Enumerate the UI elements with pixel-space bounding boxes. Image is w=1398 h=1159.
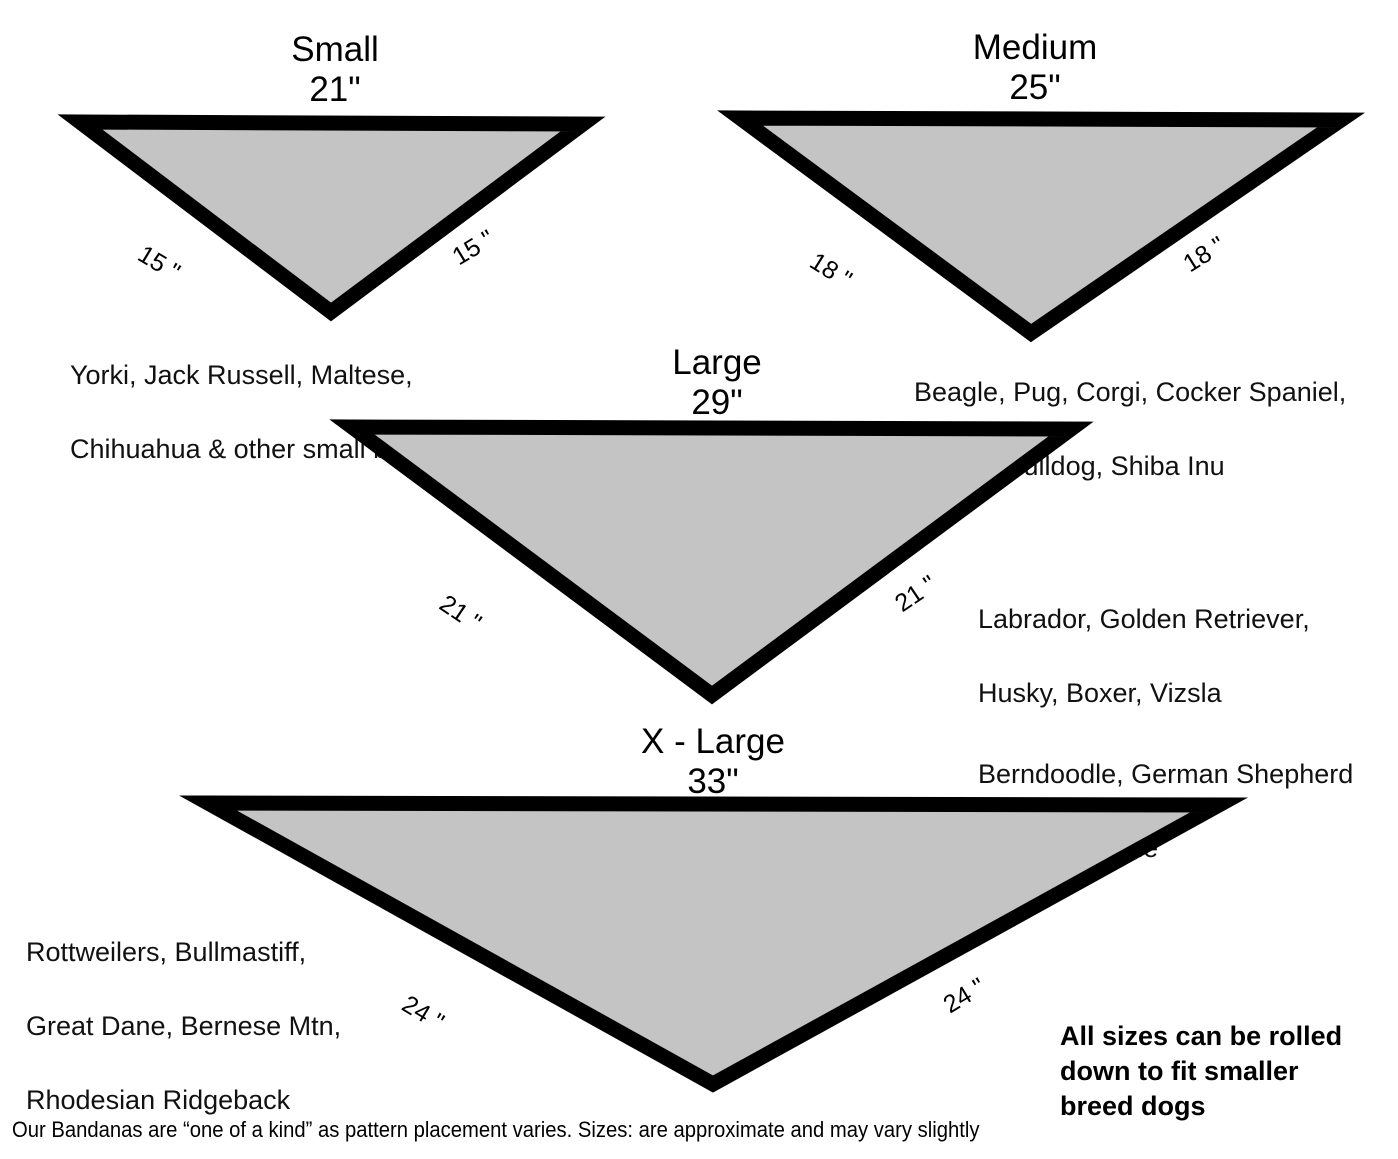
breed-line: Husky, Boxer, Vizsla — [978, 678, 1222, 708]
breed-line: Labrador, Golden Retriever, — [978, 604, 1310, 634]
bandana-triangle-large — [329, 416, 1094, 708]
size-name-medium: Medium — [972, 28, 1098, 67]
size-heading-small: Small 21" — [180, 30, 490, 110]
size-width-xlarge: 33" — [687, 762, 739, 801]
triangle-shape-small — [57, 114, 606, 322]
size-width-large: 29" — [691, 383, 743, 422]
breed-line: Great Dane, Bernese Mtn, — [26, 1011, 342, 1041]
breed-line: Beagle, Pug, Corgi, Cocker Spaniel, — [914, 377, 1347, 407]
disclaimer-text: Our Bandanas are “one of a kind” as patt… — [12, 1117, 980, 1142]
breed-line: Rottweilers, Bullmastiff, — [26, 937, 307, 967]
bandana-triangle-xlarge — [178, 792, 1249, 1097]
triangle-shape-xlarge — [178, 795, 1249, 1093]
roll-note-line: All sizes can be rolled — [1060, 1021, 1343, 1051]
triangle-shape-medium — [717, 110, 1366, 343]
breed-line: Rhodesian Ridgeback — [26, 1085, 291, 1115]
triangle-shape-large — [329, 419, 1094, 705]
roll-down-note: All sizes can be rolled down to fit smal… — [1060, 1019, 1390, 1124]
size-heading-medium: Medium 25" — [880, 28, 1190, 108]
size-width-small: 21" — [309, 70, 361, 109]
size-name-xlarge: X - Large — [641, 722, 785, 761]
breed-line: Yorki, Jack Russell, Maltese, — [70, 360, 413, 390]
size-heading-xlarge: X - Large 33" — [558, 722, 868, 802]
breed-line: Berndoodle, German Shepherd — [978, 759, 1354, 789]
bandana-triangle-medium — [717, 107, 1366, 347]
roll-note-line: breed dogs — [1060, 1091, 1206, 1121]
breed-list-xlarge: Rottweilers, Bullmastiff, Great Dane, Be… — [26, 897, 386, 1156]
bandana-triangle-small — [57, 110, 606, 325]
size-heading-large: Large 29" — [562, 343, 872, 423]
size-name-small: Small — [291, 30, 379, 69]
roll-note-line: down to fit smaller — [1060, 1056, 1299, 1086]
size-name-large: Large — [672, 343, 762, 382]
size-width-medium: 25" — [1009, 68, 1061, 107]
